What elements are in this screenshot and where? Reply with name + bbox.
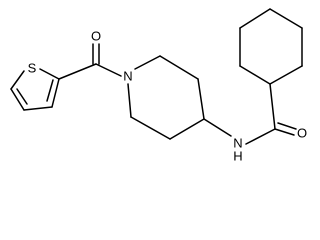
bond-carbonyl-n1	[95, 63, 122, 77]
atom-oxygen-2: O	[297, 126, 307, 141]
thiophene-ring	[10, 68, 60, 111]
bond-cy6-cy1	[269, 65, 303, 85]
bond-c4-c5	[169, 118, 205, 140]
bond-cy3-cy4	[239, 8, 271, 29]
bond-c3-c2-inner	[46, 79, 54, 102]
bond-cy1-cy2	[239, 65, 271, 85]
amide-linkage	[203, 83, 297, 145]
bond-carbonyl-o2-double	[277, 122, 297, 130]
bond-c4-c3	[23, 106, 53, 111]
bond-carbonyl-cyclohexyl	[269, 83, 276, 130]
bond-s-c5	[10, 70, 25, 90]
bond-c4-c4-inner	[16, 88, 28, 105]
atom-sulfur: S	[28, 61, 37, 76]
bond-c6-n1	[127, 83, 132, 118]
bond-c4-n2	[203, 118, 232, 137]
bond-cy4-cy5	[269, 8, 303, 29]
bond-c3-c4	[197, 78, 205, 120]
carbonyl-1	[58, 43, 122, 80]
bond-c5-c6	[130, 116, 171, 140]
atom-nitrogen-piperidine: N	[123, 69, 132, 84]
bond-c3-c2	[51, 78, 60, 108]
atom-oxygen-1: O	[91, 29, 101, 44]
cyclohexane-ring	[239, 8, 303, 85]
piperidine-ring	[127, 55, 205, 140]
bond-n2-carbonyl	[245, 128, 276, 145]
bond-carbonyl-o2	[274, 128, 295, 136]
bond-c2-carbonyl	[58, 63, 97, 80]
bond-c2-c3	[159, 55, 199, 80]
structure-canvas: S O N N H O	[10, 8, 308, 164]
bond-c5-c4	[10, 88, 25, 111]
atom-hydrogen-amide: H	[233, 149, 242, 164]
atom-labels: S O N N H O	[28, 29, 307, 164]
atom-nitrogen-amide: N	[233, 136, 242, 151]
molecule-drawing: S O N N H O	[10, 8, 307, 164]
bond-n1-c2	[134, 55, 161, 70]
bond-c2-s	[39, 68, 60, 80]
